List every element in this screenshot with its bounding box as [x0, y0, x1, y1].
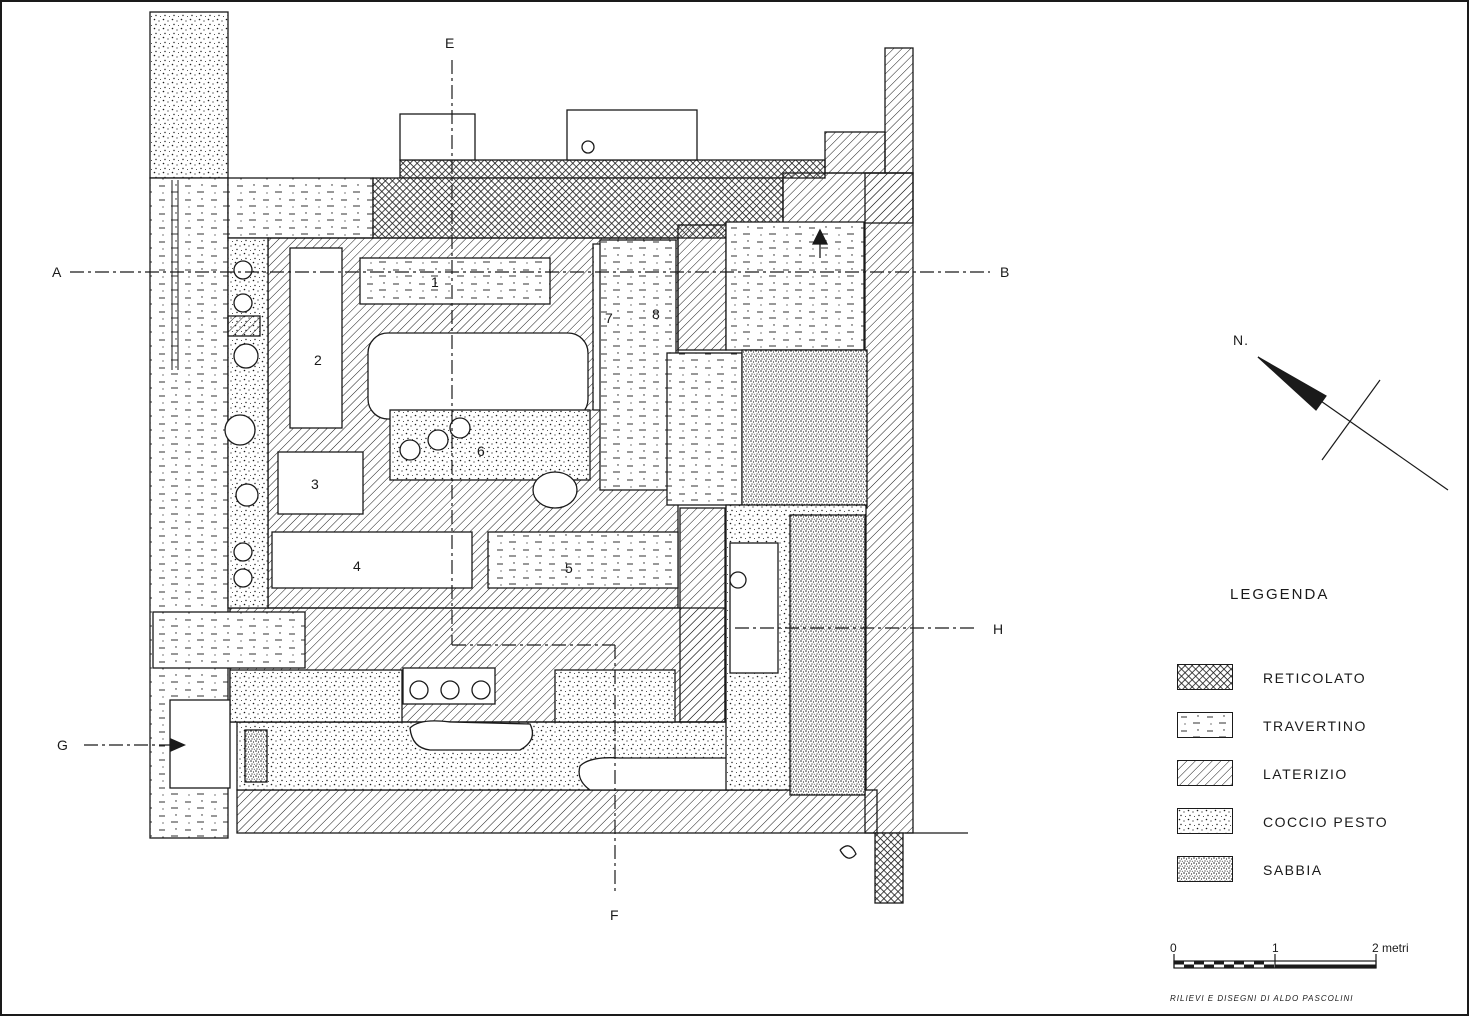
legend-label: LATERIZIO	[1263, 766, 1348, 782]
legend-swatch-laterizio	[1177, 760, 1233, 786]
legend-item-laterizio: LATERIZIO	[1177, 760, 1417, 786]
north-compass	[1257, 356, 1449, 491]
room-number: 6	[477, 443, 485, 459]
legend-label: SABBIA	[1263, 862, 1323, 878]
credit-line: RILIEVI E DISEGNI DI ALDO PASCOLINI	[1170, 994, 1354, 1003]
stone-block	[399, 113, 476, 161]
legend-swatch-reticolato	[1177, 664, 1233, 690]
scale-tick-label: 1	[1272, 941, 1279, 955]
room-number: 3	[311, 476, 319, 492]
tomb-1	[359, 257, 551, 305]
section-marker-g: G	[57, 737, 69, 753]
scale-bar	[1173, 954, 1377, 969]
legend-item-sabbia: SABBIA	[1177, 856, 1417, 882]
section-marker-e: E	[445, 35, 456, 51]
room-number: 2	[314, 352, 322, 368]
room-number: 8	[652, 306, 660, 322]
north-label: N.	[1233, 332, 1249, 348]
legend-label: COCCIO PESTO	[1263, 814, 1389, 830]
north-wall-fragment	[149, 11, 229, 179]
room-number: 5	[565, 560, 573, 576]
tomb-4	[271, 531, 473, 589]
tomb-east	[729, 542, 779, 674]
tomb-2	[289, 247, 343, 429]
legend-label: TRAVERTINO	[1263, 718, 1367, 734]
legend-title: LEGGENDA	[1230, 586, 1330, 603]
reticolato-wall-top	[399, 159, 826, 179]
burial	[578, 757, 736, 791]
east-wall-upper	[884, 47, 914, 174]
legend-swatch-travertino	[1177, 712, 1233, 738]
tomb-5	[487, 531, 679, 589]
section-marker-h: H	[993, 621, 1005, 637]
legend-item-coccio-pesto: COCCIO PESTO	[1177, 808, 1417, 834]
section-marker-a: A	[52, 264, 63, 280]
reticolato-pier	[874, 832, 904, 904]
tomb-6	[389, 409, 591, 481]
legend-item-reticolato: RETICOLATO	[1177, 664, 1417, 690]
room-number: 1	[431, 274, 439, 290]
travertine-block-north	[227, 177, 374, 239]
legend-label: RETICOLATO	[1263, 670, 1367, 686]
room-number: 7	[605, 310, 613, 326]
legend-swatch-sabbia	[1177, 856, 1233, 882]
section-marker-b: B	[1000, 264, 1011, 280]
section-marker-f: F	[610, 907, 620, 923]
room-number: 4	[353, 558, 361, 574]
scale-tick-label: 2 metri	[1372, 941, 1409, 955]
burial	[409, 720, 534, 751]
legend-item-travertino: TRAVERTINO	[1177, 712, 1417, 738]
scale-tick-label: 0	[1170, 941, 1177, 955]
tomb-8	[599, 239, 677, 491]
sarcophagus	[367, 332, 589, 420]
legend-swatch-coccio-pesto	[1177, 808, 1233, 834]
east-wall	[864, 172, 914, 834]
sabbia-area	[741, 349, 868, 509]
south-wall	[236, 789, 878, 834]
tomb-3	[277, 451, 364, 515]
